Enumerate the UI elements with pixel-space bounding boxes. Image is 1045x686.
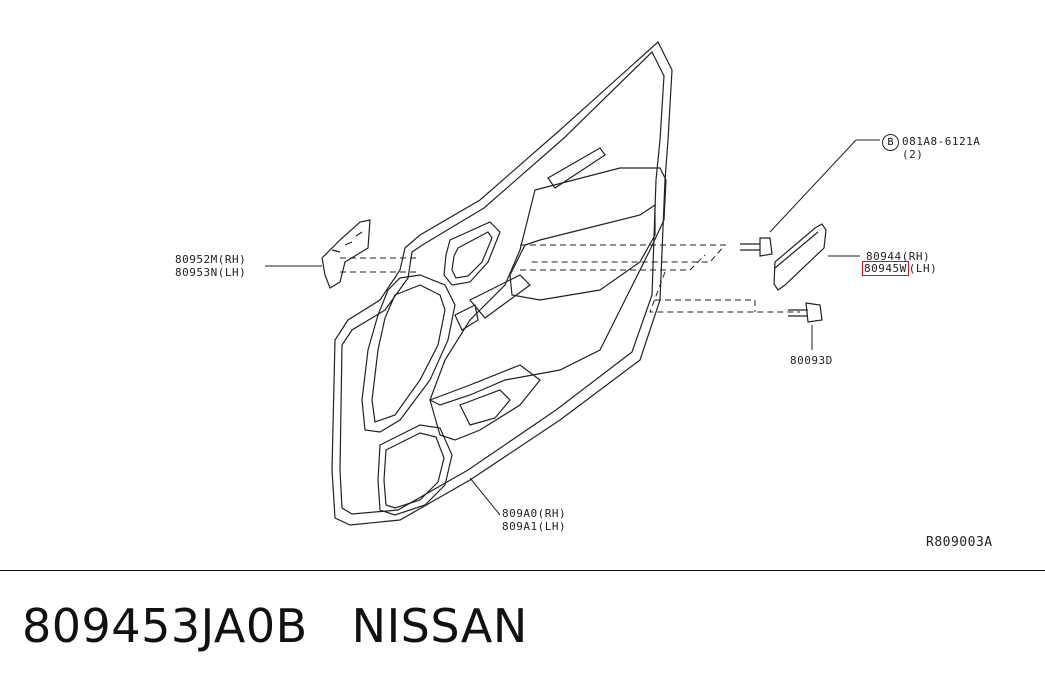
trim-rh-label: 809A0(RH): [502, 507, 567, 520]
pad-part: [773, 223, 827, 291]
pad-lh-label: 80945W(LH): [862, 261, 938, 276]
part-number: 809453JA0B: [22, 599, 308, 653]
upper-insert: [429, 167, 667, 406]
bolt-qty-label: (2): [902, 148, 924, 161]
bracket-lh-label: 80953N(LH): [175, 266, 247, 279]
handle-recess: [443, 221, 501, 286]
screw-label: 80093D: [790, 354, 833, 367]
door-panel-outline: [331, 41, 673, 526]
screw-lower: [788, 302, 823, 323]
highlighted-part-number: 80945W: [862, 261, 909, 276]
footer-divider: [0, 570, 1045, 571]
reference-b-circle: B: [882, 134, 899, 151]
drawing-reference: R809003A: [926, 535, 993, 550]
bolt-code-label: 081A8-6121A: [902, 135, 981, 148]
armrest-grip: [361, 274, 456, 433]
door-trim-diagram: [265, 41, 880, 526]
brand-name: NISSAN: [351, 599, 528, 653]
bolt-upper: [740, 237, 773, 257]
footer-title: 809453JA0B NISSAN: [22, 598, 528, 654]
mounting-bracket: [321, 219, 371, 289]
trim-lh-label: 809A1(LH): [502, 520, 567, 533]
pad-rh-label: 80944(RH): [866, 250, 931, 263]
bracket-rh-label: 80952M(RH): [175, 253, 247, 266]
door-pocket: [377, 424, 453, 516]
